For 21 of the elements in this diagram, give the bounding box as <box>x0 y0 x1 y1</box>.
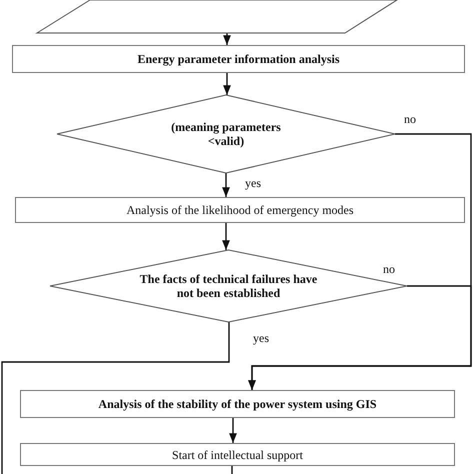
decision-text: The facts of technical failures have not been established <box>138 272 318 300</box>
arrow <box>222 173 230 197</box>
step-text: Analysis of the likelihood of emergency modes <box>126 203 354 217</box>
arrow <box>222 223 230 250</box>
process-box <box>20 390 455 418</box>
step-text: Energy parameter information analysis <box>137 52 340 66</box>
arrow <box>223 33 231 45</box>
step-text: Analysis of the stability of the power system using GIS <box>98 397 377 411</box>
step-text: Start of intellectual support <box>172 448 303 462</box>
decision-diamond <box>57 95 395 173</box>
arrow <box>223 73 231 95</box>
process-box <box>12 45 465 73</box>
connector-line <box>231 466 233 474</box>
connector-line <box>1 322 230 474</box>
process-box <box>15 197 465 223</box>
decision-diamond <box>50 250 407 322</box>
arrow <box>229 418 237 443</box>
input-parallelogram <box>37 0 397 33</box>
decision-text: (meaning parameters <valid) <box>170 120 282 148</box>
process-box <box>20 443 455 466</box>
arrow <box>248 285 472 390</box>
